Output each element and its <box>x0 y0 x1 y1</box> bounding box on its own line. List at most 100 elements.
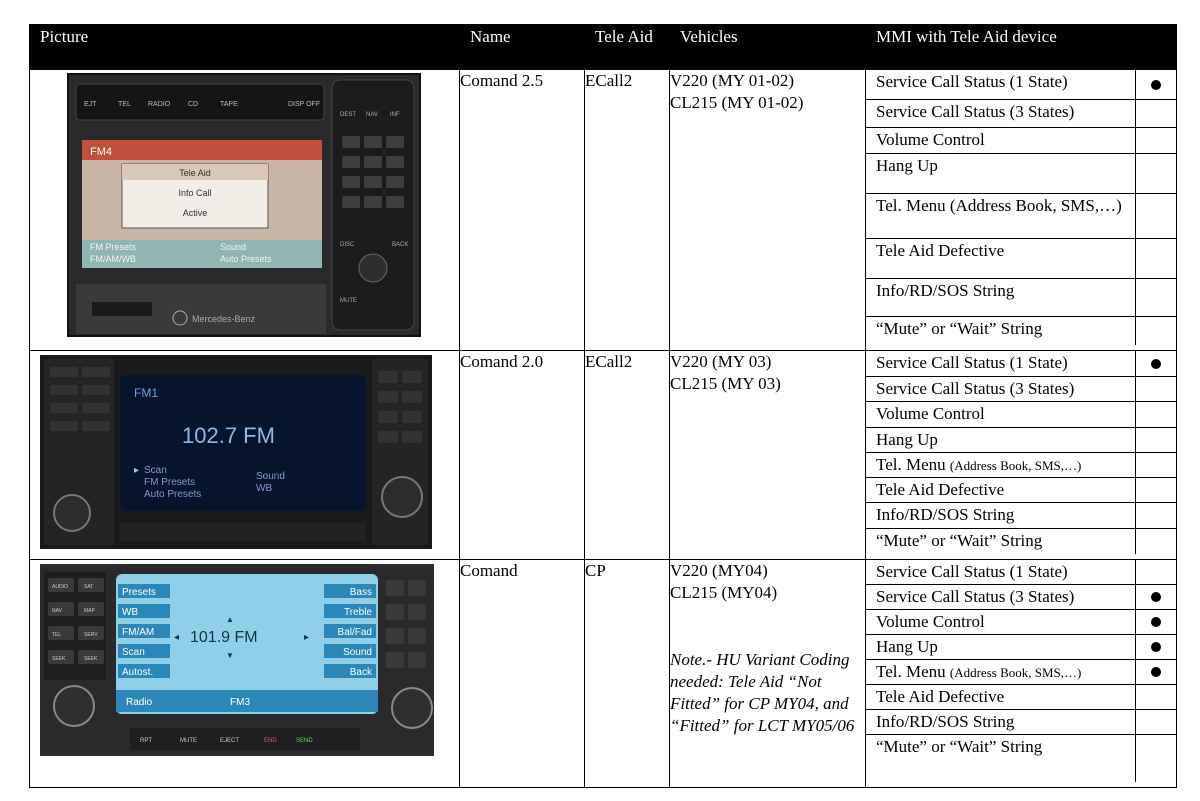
left-button-label: SEEK <box>84 656 98 662</box>
mmi-label: Service Call Status (1 State) <box>866 70 1136 99</box>
bottom-left-label: FM/AM/WB <box>90 254 136 264</box>
picture-cell: AUDIO SAT NAV MAP TEL SERV SEEK SEEK Pre… <box>29 559 460 788</box>
mmi-label: Volume Control <box>866 128 1136 153</box>
bottom-button-label: SEND <box>296 738 313 744</box>
menu-item: Sound <box>343 647 372 658</box>
vehicle-item: V220 (MY 01-02) <box>670 71 795 90</box>
left-button-label: SAT <box>84 584 93 590</box>
comand-2-0-photo: FM1 102.7 FM ▸ Scan FM Presets Auto Pres… <box>40 355 432 549</box>
table-row: FM1 102.7 FM ▸ Scan FM Presets Auto Pres… <box>29 350 1177 560</box>
svg-text:▸: ▸ <box>134 465 139 476</box>
menu-item: Active <box>183 208 208 218</box>
frequency-display: 102.7 FM <box>182 423 275 448</box>
menu-item: FM Presets <box>144 477 195 488</box>
mmi-item: Service Call Status (1 State) <box>866 560 1176 585</box>
menu-item: Sound <box>256 471 285 482</box>
table-row: AUDIO SAT NAV MAP TEL SERV SEEK SEEK Pre… <box>29 559 1177 788</box>
left-button-label: TEL <box>52 632 61 638</box>
mmi-label: Service Call Status (3 States) <box>866 377 1136 401</box>
menu-item: Bass <box>350 587 372 598</box>
left-button-label: AUDIO <box>52 584 68 590</box>
arrow-left-icon: ◂ <box>174 632 179 643</box>
mmi-item: Service Call Status (3 States) <box>866 585 1176 610</box>
mmi-label: Info/RD/SOS String <box>866 503 1136 528</box>
menu-item: Auto Presets <box>144 489 201 500</box>
top-button-label: TAPE <box>220 101 238 108</box>
tele-aid-cell: ECall2 <box>584 69 670 351</box>
mmi-label: Service Call Status (3 States) <box>866 100 1136 127</box>
vehicles-cell: V220 (MY 03) CL215 (MY 03) <box>669 350 866 560</box>
top-button-label: RADIO <box>148 101 171 108</box>
mmi-item: Service Call Status (1 State) <box>866 351 1176 377</box>
mmi-label: “Mute” or “Wait” String <box>866 317 1136 345</box>
mmi-label: Info/RD/SOS String <box>866 279 1136 316</box>
mmi-item: Service Call Status (1 State) <box>866 70 1176 100</box>
mmi-item: “Mute” or “Wait” String <box>866 735 1176 782</box>
check-dot-icon <box>1151 667 1161 677</box>
mmi-label: Tel. Menu (Address Book, SMS,…) <box>866 660 1136 684</box>
mmi-cell: Service Call Status (1 State) Service Ca… <box>865 69 1177 351</box>
menu-item: Bal/Fad <box>338 627 372 638</box>
mmi-label: Service Call Status (1 State) <box>866 560 1136 584</box>
menu-item: WB <box>256 483 272 494</box>
note-text: Note.- HU Variant Coding needed: Tele Ai… <box>670 650 855 735</box>
mmi-label: Hang Up <box>866 154 1136 193</box>
frequency-display: 101.9 FM <box>190 629 258 646</box>
menu-item: Tele Aid <box>179 168 211 178</box>
header-picture: Picture <box>29 24 460 70</box>
menu-item: Scan <box>144 465 167 476</box>
screen-mode: FM1 <box>134 386 158 400</box>
bottom-button-label: MUTE <box>180 738 197 744</box>
menu-item: Back <box>350 667 373 678</box>
mmi-label: Service Call Status (3 States) <box>866 585 1136 609</box>
header-vehicles: Vehicles <box>669 24 866 70</box>
right-button-label: DEST <box>340 112 356 118</box>
mmi-label-detail: (Address Book, SMS,…) <box>949 458 1082 473</box>
check-dot-icon <box>1151 642 1161 652</box>
arrow-down-icon: ▼ <box>226 651 234 660</box>
mmi-label: Tel. Menu (Address Book, SMS,…) <box>866 453 1136 477</box>
mmi-label: Tele Aid Defective <box>866 478 1136 502</box>
mmi-label: Service Call Status (1 State) <box>866 351 1136 376</box>
tele-aid-cell: ECall2 <box>584 350 670 560</box>
mmi-item: Volume Control <box>866 610 1176 635</box>
menu-item: WB <box>122 607 138 618</box>
mmi-item: Service Call Status (3 States) <box>866 377 1176 402</box>
left-button-label: MAP <box>84 608 96 614</box>
mmi-item: “Mute” or “Wait” String <box>866 529 1176 554</box>
bottom-right-label: Auto Presets <box>220 254 272 264</box>
mmi-label: “Mute” or “Wait” String <box>866 735 1136 782</box>
mmi-list: Service Call Status (1 State) Service Ca… <box>866 560 1176 782</box>
vehicle-item: CL215 (MY04) <box>670 583 778 602</box>
left-button-label: SERV <box>84 632 98 638</box>
check-dot-icon <box>1151 592 1161 602</box>
side-label: BACK <box>392 242 408 248</box>
bottom-left-label: FM Presets <box>90 242 137 252</box>
right-button-label: INF <box>390 112 400 118</box>
screen-mode: FM4 <box>90 146 112 158</box>
header-row: Picture Name Tele Aid Vehicles MMI with … <box>29 24 1177 70</box>
table-row: EJT TEL RADIO CD TAPE DISP OFF FM4 <box>29 69 1177 351</box>
screen-footer-left: Radio <box>126 697 153 708</box>
header-name: Name <box>459 24 585 70</box>
top-button-label: TEL <box>118 101 131 108</box>
comand-photo: AUDIO SAT NAV MAP TEL SERV SEEK SEEK Pre… <box>40 564 434 756</box>
mmi-item: Tel. Menu (Address Book, SMS,…) <box>866 453 1176 478</box>
menu-item: Autost. <box>122 667 153 678</box>
side-label: MUTE <box>340 298 357 304</box>
screen-footer-mid: FM3 <box>230 697 250 708</box>
header-mmi: MMI with Tele Aid device <box>865 24 1177 70</box>
tele-aid-cell: CP <box>584 559 670 788</box>
left-button-label: NAV <box>52 608 63 614</box>
comand-2-5-photo: EJT TEL RADIO CD TAPE DISP OFF FM4 <box>67 73 421 337</box>
mmi-item: Hang Up <box>866 635 1176 660</box>
mmi-item: Service Call Status (3 States) <box>866 100 1176 128</box>
mmi-item: Hang Up <box>866 154 1176 194</box>
vehicle-item: V220 (MY04) <box>670 561 768 580</box>
menu-item: Scan <box>122 647 145 658</box>
mmi-label: Tel. Menu (Address Book, SMS,…) <box>866 194 1136 238</box>
mmi-item: Hang Up <box>866 428 1176 453</box>
mmi-label-main: Tel. Menu <box>876 662 946 681</box>
mmi-item: Info/RD/SOS String <box>866 710 1176 735</box>
bottom-right-label: Sound <box>220 242 246 252</box>
